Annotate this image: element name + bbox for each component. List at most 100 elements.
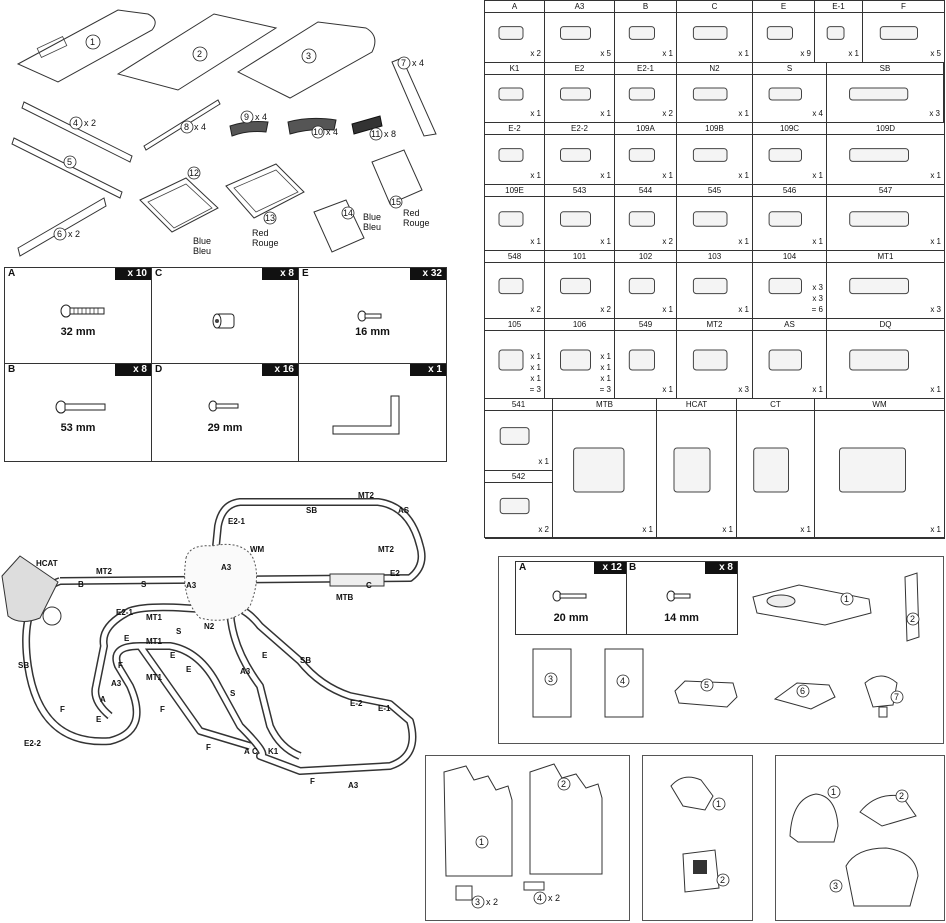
svg-text:E2-1: E2-1 (228, 517, 245, 526)
part-illustration (879, 26, 919, 40)
svg-text:A3: A3 (221, 563, 232, 572)
part-code: E (753, 2, 814, 13)
part-illustration (560, 26, 591, 40)
svg-text:x 4: x 4 (326, 127, 338, 137)
svg-text:8: 8 (184, 122, 189, 132)
svg-text:SB: SB (300, 656, 311, 665)
board-1: 1 (16, 9, 156, 83)
part-code: 547 (827, 186, 944, 197)
svg-text:13: 13 (265, 213, 275, 223)
part-qty: x 3 x 3 = 6 (811, 283, 823, 314)
svg-text:x 4: x 4 (412, 58, 424, 68)
svg-text:2: 2 (720, 875, 725, 885)
svg-text:C: C (366, 581, 372, 590)
sub-part-5: 5 (674, 678, 738, 708)
part-qty: x 1 (600, 109, 611, 118)
part-code: 109C (753, 124, 826, 135)
part-qty: x 1 (600, 171, 611, 180)
part-illustration (560, 211, 591, 227)
part-code: 541 (485, 400, 552, 411)
svg-text:MT1: MT1 (146, 637, 163, 646)
rail-4: 4 x 2 (21, 101, 133, 163)
svg-text:7: 7 (894, 692, 899, 702)
part-qty: x 1 (662, 305, 673, 314)
part-code: 549 (615, 320, 676, 331)
part-illustration (628, 148, 656, 162)
wm-assembly-drawing: 1 2 3 (789, 785, 919, 907)
part-illustration (498, 277, 524, 295)
svg-text:S: S (230, 689, 236, 698)
svg-text:9: 9 (244, 112, 249, 122)
part-cell-541: 541 x 1 (485, 399, 553, 471)
sub-part-1: 1 (752, 584, 872, 626)
part-code: 104 (753, 252, 826, 263)
part-illustration (849, 211, 909, 227)
svg-text:4: 4 (537, 893, 542, 903)
svg-text:3: 3 (833, 881, 838, 891)
part-illustration (692, 211, 728, 227)
svg-text:3: 3 (548, 674, 553, 684)
svg-text:E2-2: E2-2 (24, 739, 41, 748)
svg-text:MTB: MTB (336, 593, 354, 602)
part-code: 545 (677, 186, 752, 197)
part-code: 105 (485, 320, 544, 331)
part-qty: x 1 (722, 525, 733, 534)
part-code: F (863, 2, 944, 13)
part-code: DQ (827, 320, 944, 331)
barrel-nut-icon (212, 313, 235, 329)
part-qty: x 1 (812, 385, 823, 394)
part-illustration (628, 26, 656, 40)
svg-text:2: 2 (899, 791, 904, 801)
part-qty: x 4 (812, 109, 823, 118)
svg-text:F: F (160, 705, 165, 714)
part-illustration (560, 277, 591, 295)
svg-text:E: E (186, 665, 192, 674)
svg-text:x 4: x 4 (194, 122, 206, 132)
svg-text:A3: A3 (348, 781, 359, 790)
part-code: CT (737, 400, 814, 411)
part-qty: x 1 (738, 237, 749, 246)
svg-text:3: 3 (475, 897, 480, 907)
part-code: 544 (615, 186, 676, 197)
svg-text:Rouge: Rouge (403, 218, 430, 228)
svg-text:15: 15 (391, 197, 401, 207)
part-qty: x 2 (662, 109, 673, 118)
part-code: 109D (827, 124, 944, 135)
svg-text:Blue: Blue (363, 212, 381, 222)
svg-text:x 2: x 2 (548, 893, 560, 903)
svg-text:Rouge: Rouge (252, 238, 279, 248)
screw-icon (208, 400, 239, 412)
part-qty: x 1 (738, 109, 749, 118)
svg-text:Red: Red (403, 208, 420, 218)
svg-text:SB: SB (306, 506, 317, 515)
part-qty: x 1 (930, 237, 941, 246)
screw-icon (60, 304, 105, 318)
mtb-assembly-box: 1 2 3 x 2 4 x 2 (425, 755, 630, 921)
sub-part-7: 7 (864, 675, 904, 718)
svg-text:2: 2 (910, 614, 915, 624)
part-qty: x 1 (738, 49, 749, 58)
part-qty: x 1 (538, 457, 549, 466)
part-illustration (768, 211, 803, 227)
rail-5: 5 (11, 137, 123, 199)
part-code: 109A (615, 124, 676, 135)
part-code: MT2 (677, 320, 752, 331)
svg-text:2: 2 (561, 779, 566, 789)
